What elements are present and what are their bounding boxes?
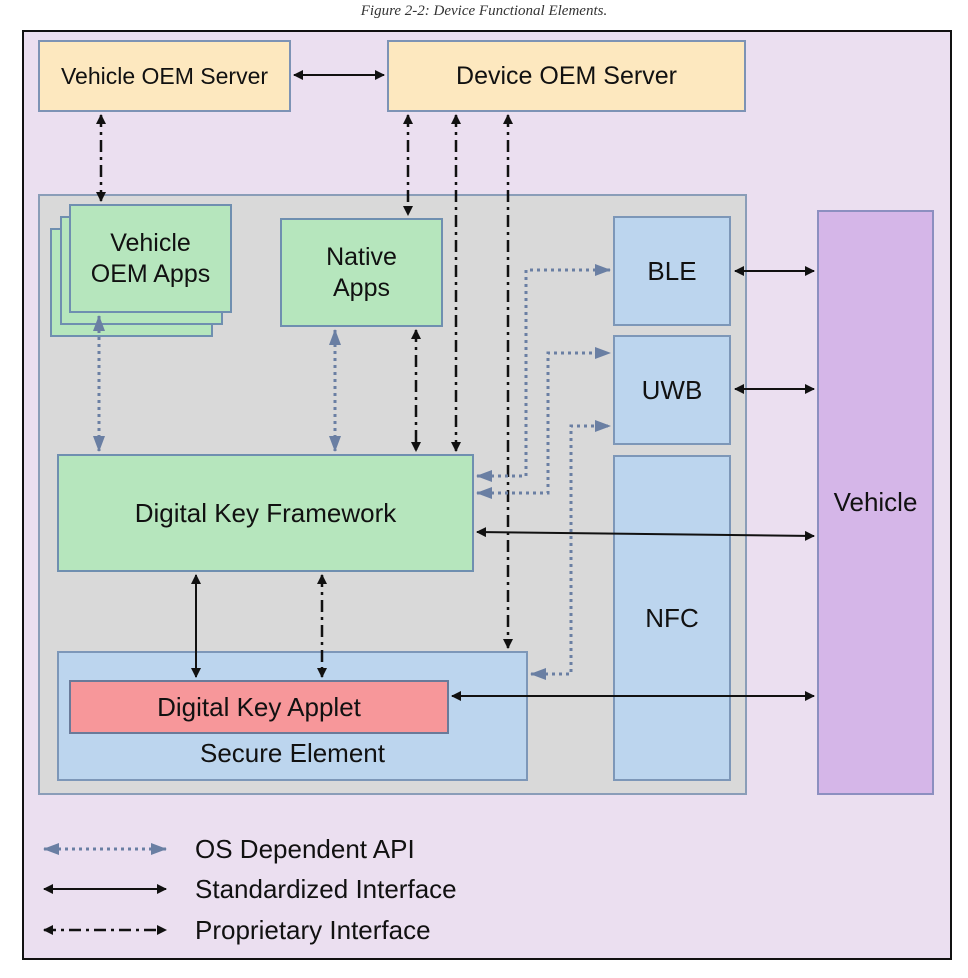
native-apps-box: Native Apps (280, 218, 443, 327)
digital-key-framework-box: Digital Key Framework (57, 454, 474, 572)
digital-key-framework-label: Digital Key Framework (134, 497, 397, 528)
framework-to-vehicle-link (476, 527, 815, 541)
device-oem-server-box: Device OEM Server (387, 40, 746, 112)
vehicle-oem-server-label: Vehicle OEM Server (60, 62, 269, 89)
figure-caption: Figure 2-2: Device Functional Elements. (360, 3, 608, 19)
legend-os-dependent-api: OS Dependent API (195, 834, 415, 864)
ble-box: BLE (613, 216, 731, 326)
uwb-box: UWB (613, 335, 731, 445)
legend-standardized-interface: Standardized Interface (195, 874, 457, 904)
vehicle-oem-apps-line2: OEM Apps (90, 259, 211, 288)
device-oem-server-label: Device OEM Server (456, 61, 677, 90)
ble-label: BLE (647, 255, 697, 286)
uwb-to-framework-api-link (476, 347, 611, 499)
vehicle-label: Vehicle (833, 487, 918, 517)
vehicle-oem-apps-line1: Vehicle (110, 228, 191, 257)
ble-to-framework-api-link (476, 264, 611, 482)
uwb-label: UWB (641, 374, 703, 405)
native-apps-line1: Native (326, 242, 397, 271)
nfc-label: NFC (645, 602, 699, 633)
vehicle-oem-server-box: Vehicle OEM Server (38, 40, 291, 112)
digital-key-applet-label: Digital Key Applet (157, 691, 361, 722)
vehicle-box: Vehicle (817, 210, 934, 795)
nfc-box: NFC (613, 455, 731, 781)
secure-element-label: Secure Element (200, 738, 385, 768)
nfc-to-secure-element-api-link (530, 420, 611, 680)
vehicle-oem-apps-box: Vehicle OEM Apps (69, 204, 232, 313)
legend-proprietary-interface: Proprietary Interface (195, 915, 431, 945)
digital-key-applet-box: Digital Key Applet (69, 680, 449, 734)
native-apps-line2: Apps (333, 273, 390, 302)
